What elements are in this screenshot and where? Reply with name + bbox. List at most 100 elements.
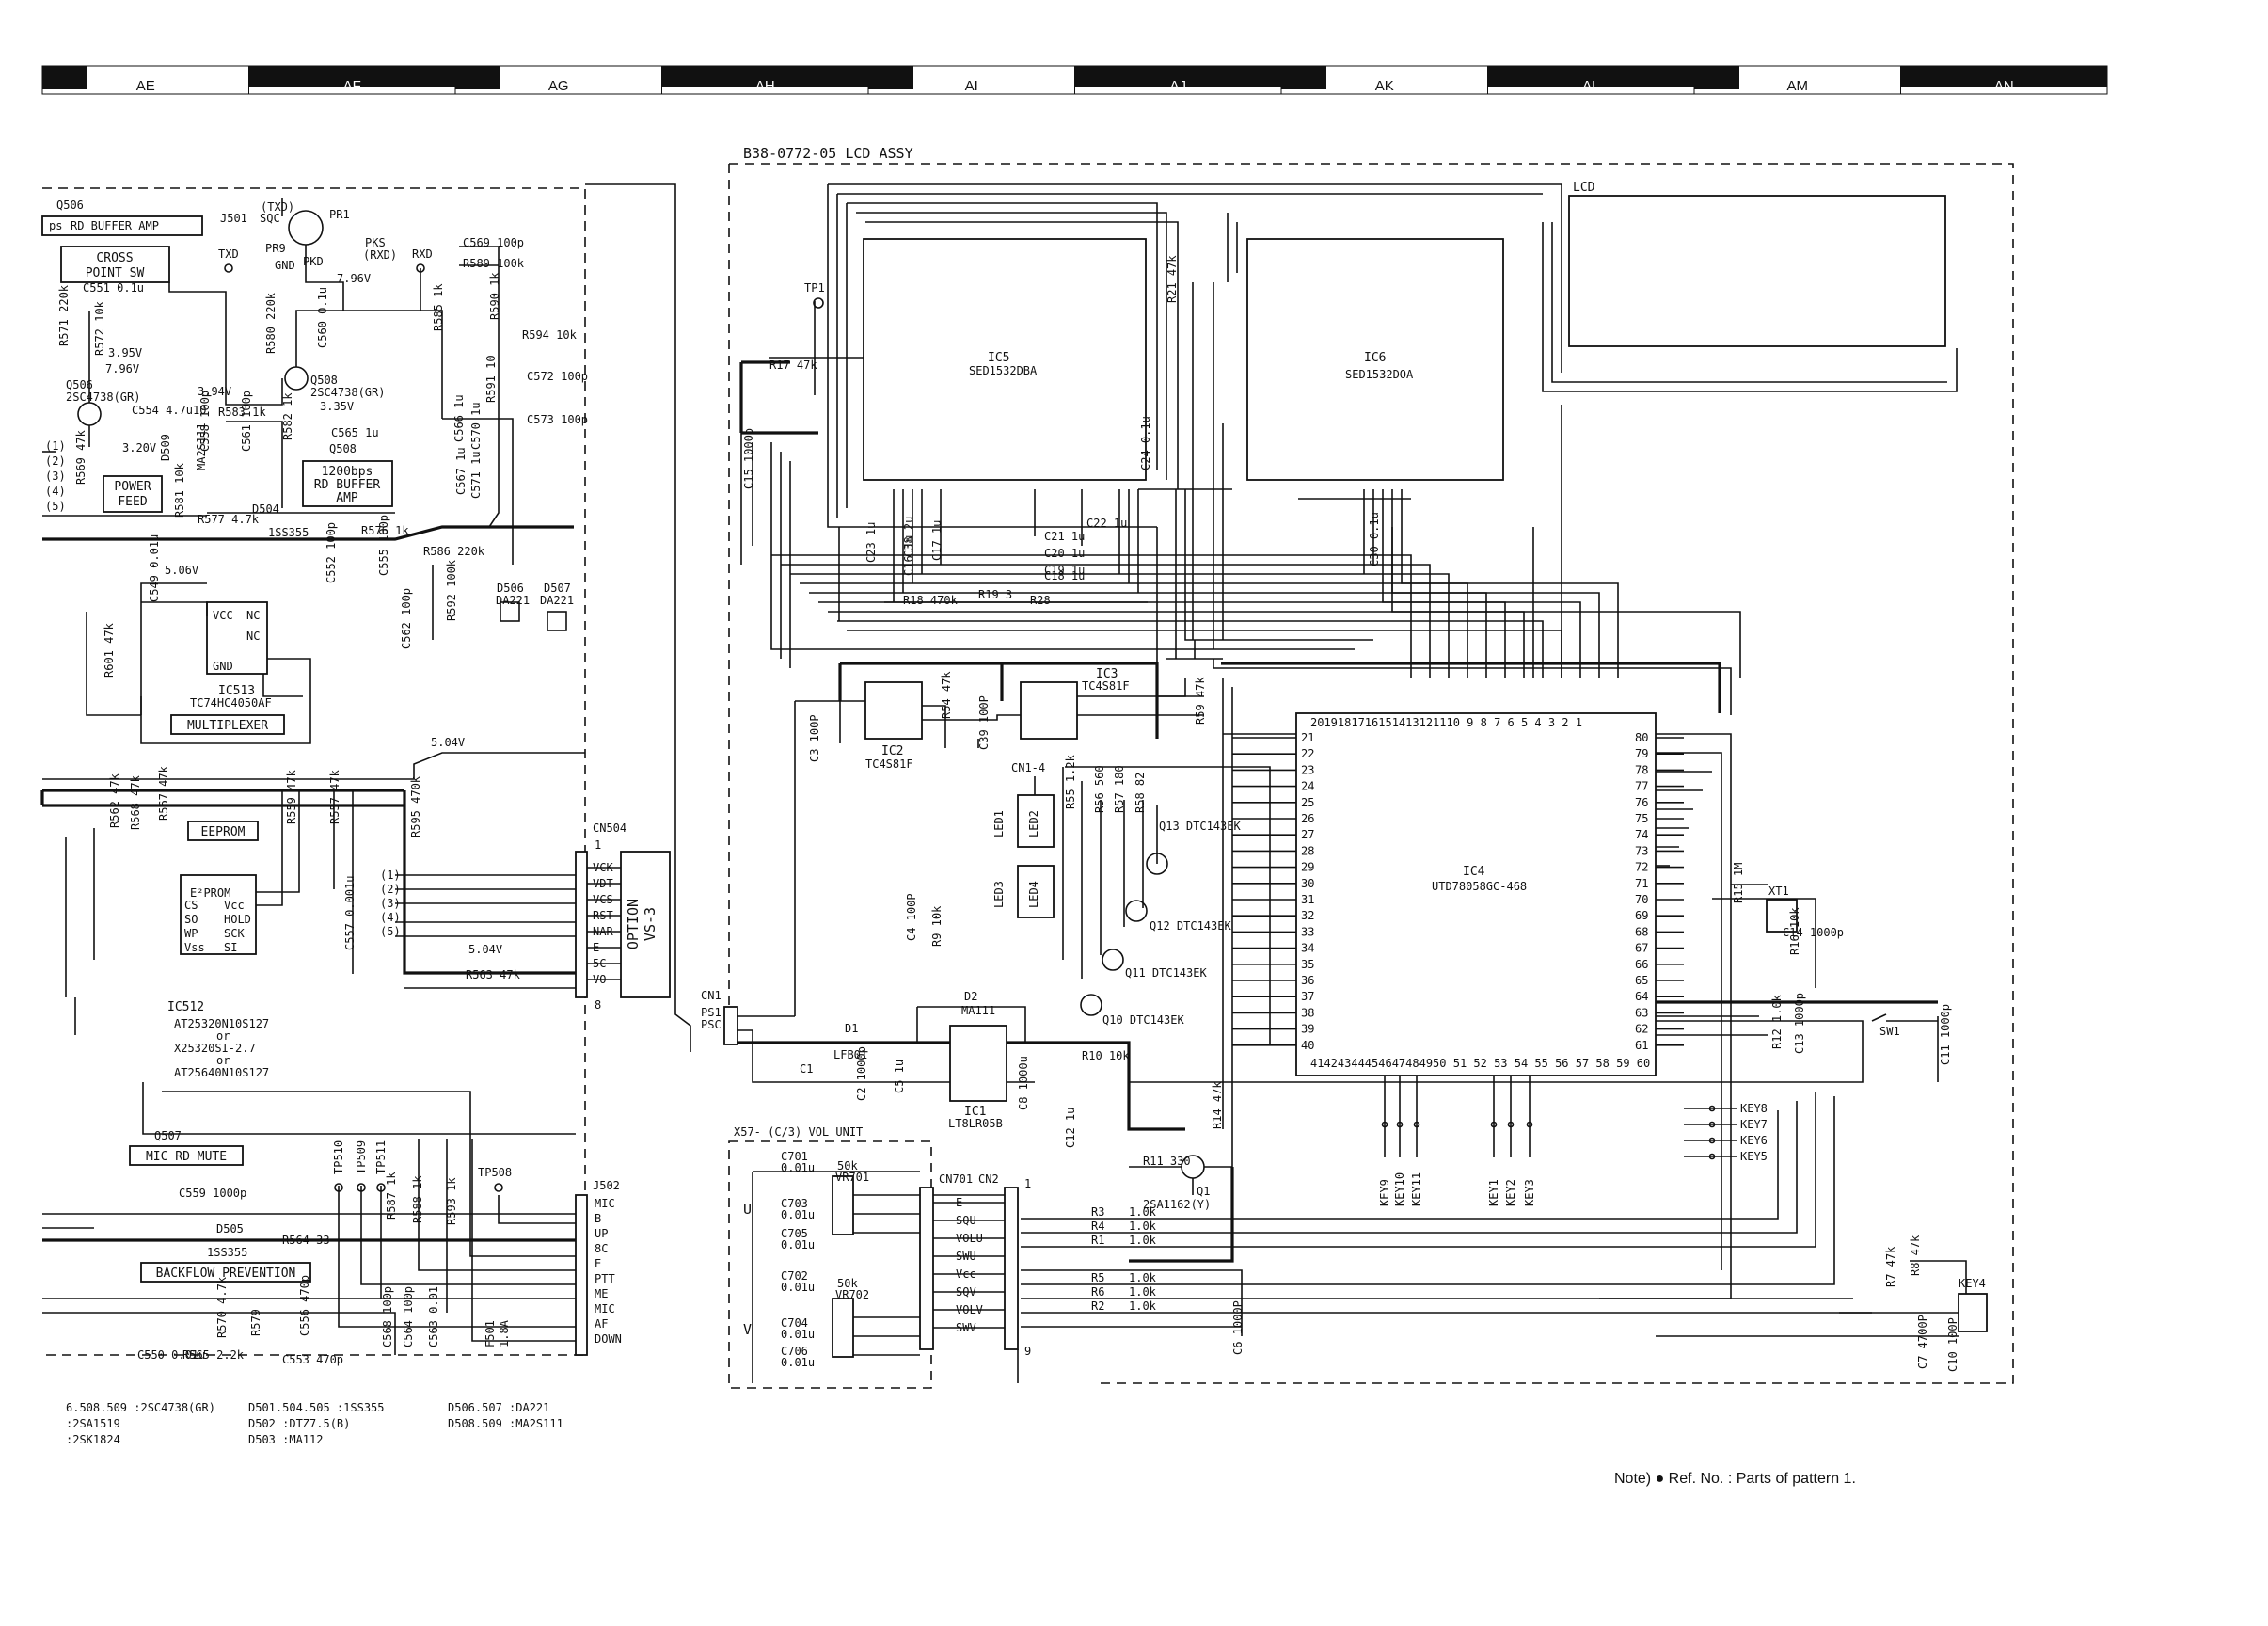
part-label: R19 3 bbox=[978, 588, 1012, 601]
xt1-crystal bbox=[1766, 899, 1798, 933]
ic4-pin: 70 bbox=[1635, 893, 1648, 906]
cn701-connector bbox=[919, 1187, 934, 1350]
ic513-label: IC513 bbox=[218, 684, 255, 698]
grid-label: AF bbox=[343, 78, 361, 94]
d505-part: 1SS355 bbox=[207, 1246, 247, 1259]
lcd-assy-title: B38-0772-05 LCD ASSY bbox=[743, 145, 913, 162]
part-label: C572 100p bbox=[527, 370, 588, 383]
voltage-796: 7.96V bbox=[105, 362, 139, 375]
pkd-label: PKD bbox=[303, 255, 324, 268]
part-label: C30 0.1u bbox=[1368, 512, 1381, 566]
key-label: KEY11 bbox=[1410, 1172, 1423, 1206]
d505-label: D505 bbox=[216, 1222, 244, 1235]
vol-unit-title: X57- (C/3) VOL UNIT bbox=[734, 1125, 863, 1139]
ic4-pin: 73 bbox=[1635, 844, 1648, 857]
part-label: R590 1k bbox=[488, 272, 501, 320]
d509-part: MA2S111 bbox=[195, 422, 208, 470]
ic2-part: TC4S81F bbox=[865, 757, 913, 771]
led34-body bbox=[1017, 865, 1055, 918]
part-label: C571 1u bbox=[469, 451, 483, 499]
vol-res-val: 1.0k bbox=[1129, 1205, 1157, 1219]
ic3-ref: IC3 bbox=[1096, 667, 1118, 681]
lfb01-label: LFB01 bbox=[833, 1048, 867, 1061]
cn504-label: CN504 bbox=[593, 821, 626, 835]
legend-entry: D503 :MA112 bbox=[248, 1433, 323, 1446]
ic513-pin-nc: NC bbox=[246, 609, 260, 622]
cn504-pin8: 8 bbox=[595, 998, 601, 1012]
side-numbers: (1)(2)(3)(4)(5) bbox=[45, 439, 66, 513]
grid-label: AI bbox=[965, 78, 978, 94]
legend-entry: D502 :DTZ7.5(B) bbox=[248, 1417, 350, 1430]
part-label: C568 100p bbox=[381, 1286, 394, 1347]
vol-res-val: 1.0k bbox=[1129, 1285, 1157, 1299]
part-label: R11 330 bbox=[1143, 1155, 1191, 1168]
part-label: R579 bbox=[249, 1309, 262, 1336]
ic1-part: LT8LR05B bbox=[948, 1117, 1003, 1130]
grid-label: AM bbox=[1787, 78, 1809, 94]
part-label: R557 47k bbox=[328, 769, 341, 824]
q10-label: Q10 DTC143EK bbox=[1102, 1013, 1184, 1027]
key-label: KEY3 bbox=[1523, 1179, 1536, 1206]
voltage-335: 3.35V bbox=[320, 400, 354, 413]
ic4-pin: 65 bbox=[1635, 974, 1648, 987]
part-label: C1 bbox=[800, 1062, 813, 1076]
ic4-pin: 72 bbox=[1635, 861, 1648, 874]
part-label: C573 100p bbox=[527, 413, 588, 426]
part-label: R17 47k bbox=[769, 359, 817, 372]
cn2-pin1: 1 bbox=[1024, 1177, 1031, 1190]
part-label: C10 100P bbox=[1946, 1317, 1959, 1372]
vr702-value: 50k bbox=[837, 1277, 858, 1290]
ic1-body bbox=[949, 1025, 1007, 1102]
part-label: R570 4.7k bbox=[215, 1276, 229, 1338]
q11-transistor bbox=[1102, 948, 1124, 971]
lcd-assy: B38-0772-05 LCD ASSY LCD IC5 SED1532DBA … bbox=[701, 145, 2014, 1384]
key-label: KEY5 bbox=[1740, 1150, 1768, 1163]
part-label: C551 0.1u bbox=[83, 281, 144, 295]
legend-entry: D508.509 :MA2S111 bbox=[448, 1417, 563, 1430]
ic512-pin-left: CS bbox=[184, 899, 198, 912]
legend-entry: :2SA1519 bbox=[66, 1417, 120, 1430]
j502-label: J502 bbox=[593, 1179, 620, 1192]
vol-cap-ref: C701 bbox=[781, 1150, 808, 1163]
part-label: C2 1000p bbox=[855, 1046, 868, 1101]
ic4-pin: 30 bbox=[1301, 877, 1314, 890]
ic4-pin: 33 bbox=[1301, 925, 1314, 938]
part-label: C16 1u bbox=[902, 535, 915, 576]
ic4-pin: 25 bbox=[1301, 796, 1314, 809]
part-label: R16 10k bbox=[1788, 907, 1801, 955]
q12-label: Q12 DTC143EK bbox=[1150, 919, 1231, 933]
voltage-395: 3.95V bbox=[108, 346, 142, 359]
side-number: (4) bbox=[45, 485, 66, 498]
xt1-label: XT1 bbox=[1768, 885, 1789, 898]
psc-label: PSC bbox=[701, 1018, 722, 1031]
key-label: KEY8 bbox=[1740, 1102, 1768, 1115]
gnd-label: GND bbox=[275, 259, 295, 272]
vol-unit-caps: C7010.01uC7030.01uC7050.01uC7020.01uC704… bbox=[781, 1150, 815, 1369]
side-number: (2) bbox=[45, 454, 66, 468]
part-label: R21 47k bbox=[1166, 255, 1179, 303]
vr702-label: VR702 bbox=[835, 1288, 869, 1301]
part-label: C21 1u bbox=[1044, 530, 1085, 543]
ic513-pin-vcc: VCC bbox=[213, 609, 233, 622]
d506-part: DA221 bbox=[496, 594, 530, 607]
ic4-top-pins: 2019181716151413121110 9 8 7 6 5 4 3 2 1 bbox=[1310, 716, 1582, 729]
vol-res-ref: R3 bbox=[1091, 1205, 1104, 1219]
part-label: C562 100p bbox=[400, 588, 413, 649]
d1-label: D1 bbox=[845, 1022, 858, 1035]
ic2-ref: IC2 bbox=[881, 744, 903, 758]
part-label: R576 1k bbox=[361, 524, 409, 537]
ic513-body bbox=[206, 601, 268, 675]
ic4-pin: 32 bbox=[1301, 909, 1314, 922]
part-label: R587 1k bbox=[385, 1172, 398, 1220]
side-number: (1) bbox=[45, 439, 66, 453]
ic512-label: IC512 bbox=[167, 1000, 204, 1014]
part-label: C556 470p bbox=[298, 1275, 311, 1336]
part-label: C560 0.1u bbox=[316, 287, 329, 348]
